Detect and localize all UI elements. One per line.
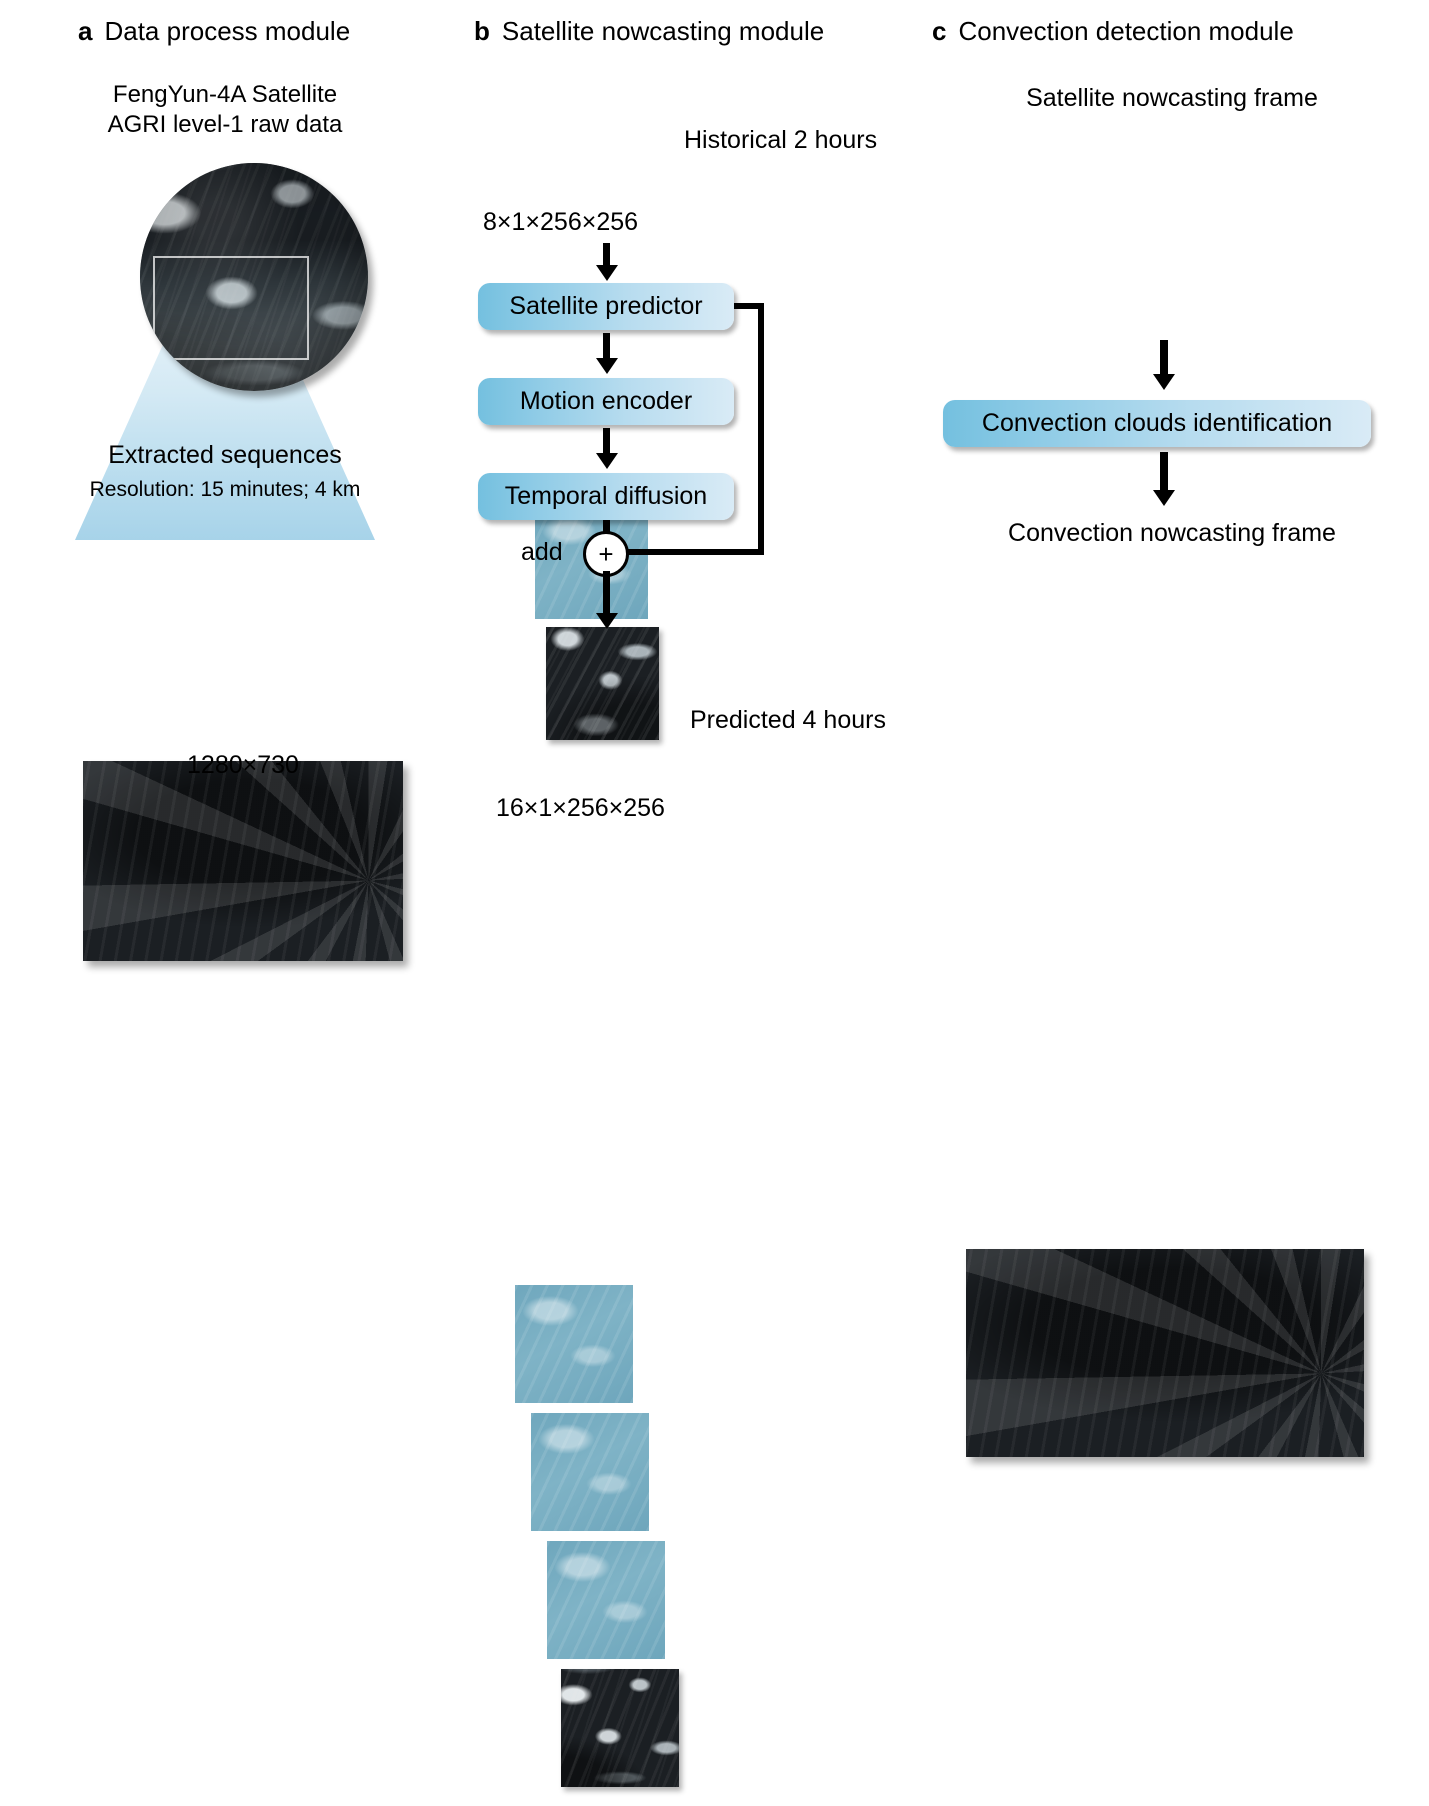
- predicted-frame-back-1: [547, 1541, 665, 1659]
- extracted-image-size: 1280×730: [187, 751, 299, 779]
- source-line-1: FengYun-4A Satellite: [112, 81, 338, 108]
- block-motion-encoder[interactable]: Motion encoder: [478, 378, 734, 425]
- extracted-sequence-image: [83, 761, 403, 961]
- block-temporal-diffusion-label: Temporal diffusion: [504, 482, 708, 510]
- predicted-output-shape: 16×1×256×256: [496, 794, 665, 822]
- block-convection-clouds-identification[interactable]: Convection clouds identification: [943, 400, 1371, 447]
- historical-input-label: Historical 2 hours: [684, 126, 878, 154]
- skip-connection-side: [758, 303, 764, 555]
- block-satellite-predictor[interactable]: Satellite predictor: [478, 283, 734, 330]
- arrow-down-icon: [596, 243, 618, 281]
- source-line-2: AGRI level-1 raw data: [107, 111, 343, 138]
- block-motion-encoder-label: Motion encoder: [519, 387, 693, 415]
- panel-a-letter: a: [78, 16, 93, 46]
- predicted-frame-back-3: [515, 1285, 633, 1403]
- block-temporal-diffusion[interactable]: Temporal diffusion: [478, 473, 734, 520]
- panel-a-title: Data process module: [104, 16, 351, 46]
- panel-a-header: a Data process module: [78, 18, 350, 44]
- arrow-down-icon: [596, 333, 618, 374]
- predicted-frame-back-2: [531, 1413, 649, 1531]
- historical-frame-front: [546, 627, 659, 740]
- skip-connection-bottom: [618, 549, 764, 555]
- block-convection-clouds-identification-label: Convection clouds identification: [981, 409, 1333, 437]
- panel-a-source-caption: FengYun-4A Satellite AGRI level-1 raw da…: [60, 80, 390, 140]
- arrow-down-icon: [1153, 340, 1175, 390]
- panel-c-title: Convection detection module: [958, 16, 1294, 46]
- panel-c-header: c Convection detection module: [932, 18, 1294, 44]
- arrow-down-icon: [596, 428, 618, 469]
- extracted-sequences-resolution: Resolution: 15 minutes; 4 km: [89, 478, 361, 502]
- extracted-sequences-caption: Extracted sequences Resolution: 15 minut…: [55, 440, 395, 504]
- plus-symbol: +: [598, 539, 614, 569]
- earth-globe: [140, 163, 368, 391]
- panel-b-header: b Satellite nowcasting module: [474, 18, 824, 44]
- arrow-down-icon: [1153, 452, 1175, 506]
- extracted-sequences-title: Extracted sequences: [108, 441, 342, 469]
- panel-b-title: Satellite nowcasting module: [501, 16, 825, 46]
- region-of-interest-box: [153, 256, 309, 360]
- skip-connection-top: [734, 303, 764, 309]
- add-label: add: [521, 538, 563, 566]
- predicted-output-label: Predicted 4 hours: [690, 706, 886, 734]
- historical-input-shape: 8×1×256×256: [483, 208, 639, 236]
- convection-nowcasting-frame-caption: Convection nowcasting frame: [1008, 519, 1336, 547]
- panel-c-letter: c: [932, 16, 947, 46]
- panel-b-letter: b: [474, 16, 490, 46]
- arrow-down-icon: [596, 571, 618, 629]
- predicted-frame-front: [561, 1669, 679, 1787]
- block-satellite-predictor-label: Satellite predictor: [509, 292, 703, 320]
- satellite-nowcasting-frame-image: [966, 1249, 1364, 1457]
- satellite-nowcasting-frame-caption: Satellite nowcasting frame: [1026, 84, 1318, 112]
